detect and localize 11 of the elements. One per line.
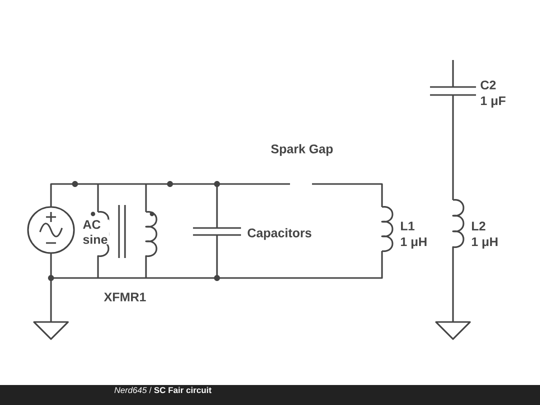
component-label: Capacitors	[248, 228, 312, 240]
component-label: C2	[480, 80, 496, 90]
footer-bar: Nerd645 / SC Fair circuit	[0, 385, 540, 405]
component-label: L2	[472, 222, 486, 230]
component-label: 1 μH	[472, 237, 498, 249]
component-label: AC sine	[82, 220, 110, 244]
component-label: XFMR1	[104, 292, 146, 302]
component-label: L1	[401, 222, 414, 230]
component-label: 1 μH	[401, 237, 426, 249]
component-label: Spark Gap	[271, 144, 333, 156]
component-label: 1 μF	[481, 96, 506, 108]
